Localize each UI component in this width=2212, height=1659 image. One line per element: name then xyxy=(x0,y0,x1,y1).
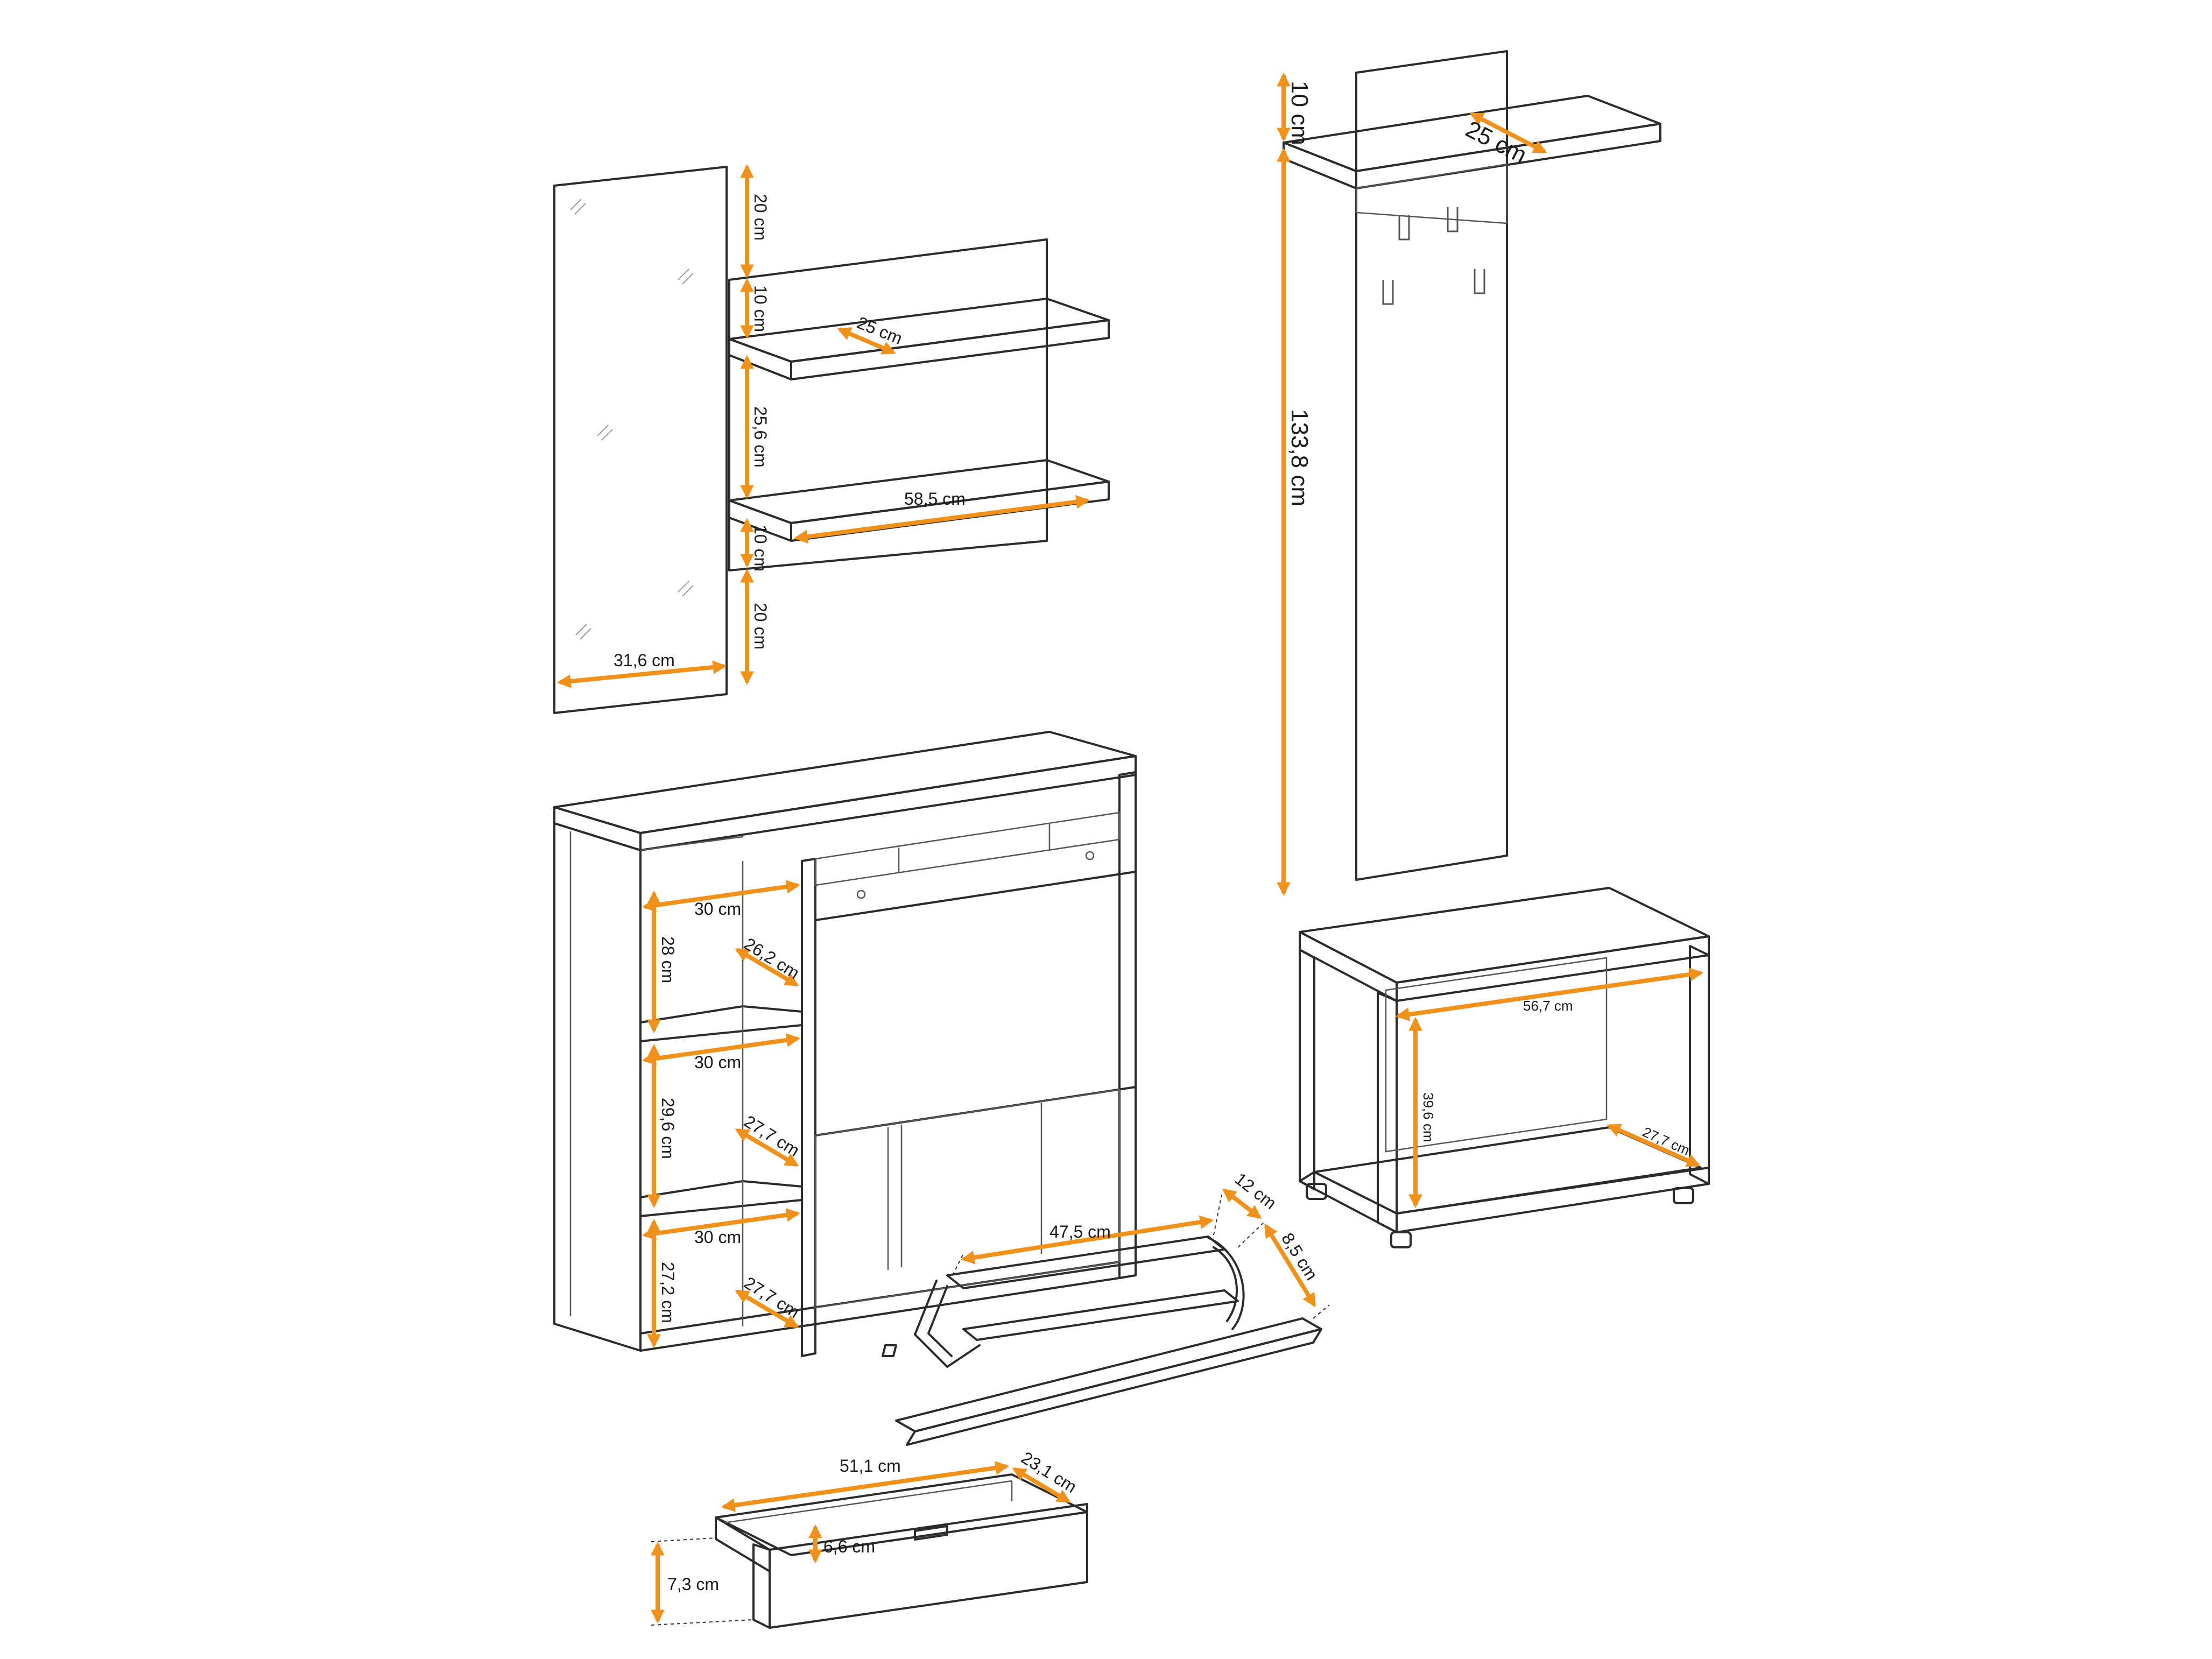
bench xyxy=(1299,887,1710,1248)
bench-inner-height-label: 39,6 cm xyxy=(1420,1092,1436,1142)
bench-inner-width-label: 56,7 cm xyxy=(1523,998,1573,1014)
shelf-lower-spacing-label: 10 cm xyxy=(751,525,770,571)
compartment-2-width-label: 30 cm xyxy=(694,1053,741,1072)
coat-rack-panel-height-label: 133,8 cm xyxy=(1286,409,1313,506)
compartment-1-width-label: 30 cm xyxy=(694,899,741,919)
coat-rack-dimensions: 10 cm 25 cm 133,8 cm xyxy=(1277,72,1547,896)
mirror xyxy=(553,166,728,714)
bench-foot xyxy=(1306,1183,1327,1200)
compartment-1-height-label: 28 cm xyxy=(658,936,678,983)
shelf-width-label: 58,5 cm xyxy=(904,489,966,509)
shelf-top-gap-label: 20 cm xyxy=(751,194,770,241)
coat-hook xyxy=(1447,207,1459,232)
coat-rack-top-height-label: 10 cm xyxy=(1286,81,1313,145)
coat-rack xyxy=(1283,50,1661,881)
coat-rack-shelf-depth-label: 25 cm xyxy=(1461,116,1531,168)
compartment-2-height-label: 29,6 cm xyxy=(658,1098,678,1159)
compartment-3-width-label: 30 cm xyxy=(694,1227,741,1247)
bench-foot xyxy=(1673,1187,1694,1204)
drawer-front-height-label: 7,3 cm xyxy=(667,1575,719,1594)
drawer-width-label: 51,1 cm xyxy=(840,1456,901,1476)
shelf-bottom-gap-label: 20 cm xyxy=(751,603,770,650)
drawer-inner-height-label: 6,6 cm xyxy=(823,1537,875,1556)
bench-dimensions: 56,7 cm 39,6 cm 27,7 cm xyxy=(1395,968,1704,1209)
flap-depth-label: 12 cm xyxy=(1231,1169,1280,1213)
shelf-upper-spacing-label: 10 cm xyxy=(751,285,770,332)
coat-hook xyxy=(1474,269,1485,294)
drawer-dimensions: 51,1 cm 23,1 cm 6,6 cm 7,3 cm xyxy=(651,1448,1080,1624)
shelf-unit-dimensions: 20 cm 10 cm 25 cm 25,6 cm 58,5 cm 10 cm … xyxy=(740,164,1090,686)
flap-width-label: 47,5 cm xyxy=(1049,1222,1111,1241)
shelf-middle-height-label: 25,6 cm xyxy=(751,406,770,468)
shoe-cabinet xyxy=(553,731,1137,1357)
shoe-cabinet-dimensions: 30 cm 28 cm 26,2 cm 30 cm 29,6 cm 27,7 c… xyxy=(642,880,1321,1349)
coat-hook xyxy=(1382,280,1394,305)
drawer-handle xyxy=(914,1525,948,1541)
mirror-width-dimension: 31,6 cm xyxy=(556,651,727,688)
compartment-3-height-label: 27,2 cm xyxy=(658,1262,678,1323)
coat-hook xyxy=(1398,215,1410,241)
bench-foot xyxy=(1390,1231,1412,1248)
mirror-width-label: 31,6 cm xyxy=(614,651,675,670)
